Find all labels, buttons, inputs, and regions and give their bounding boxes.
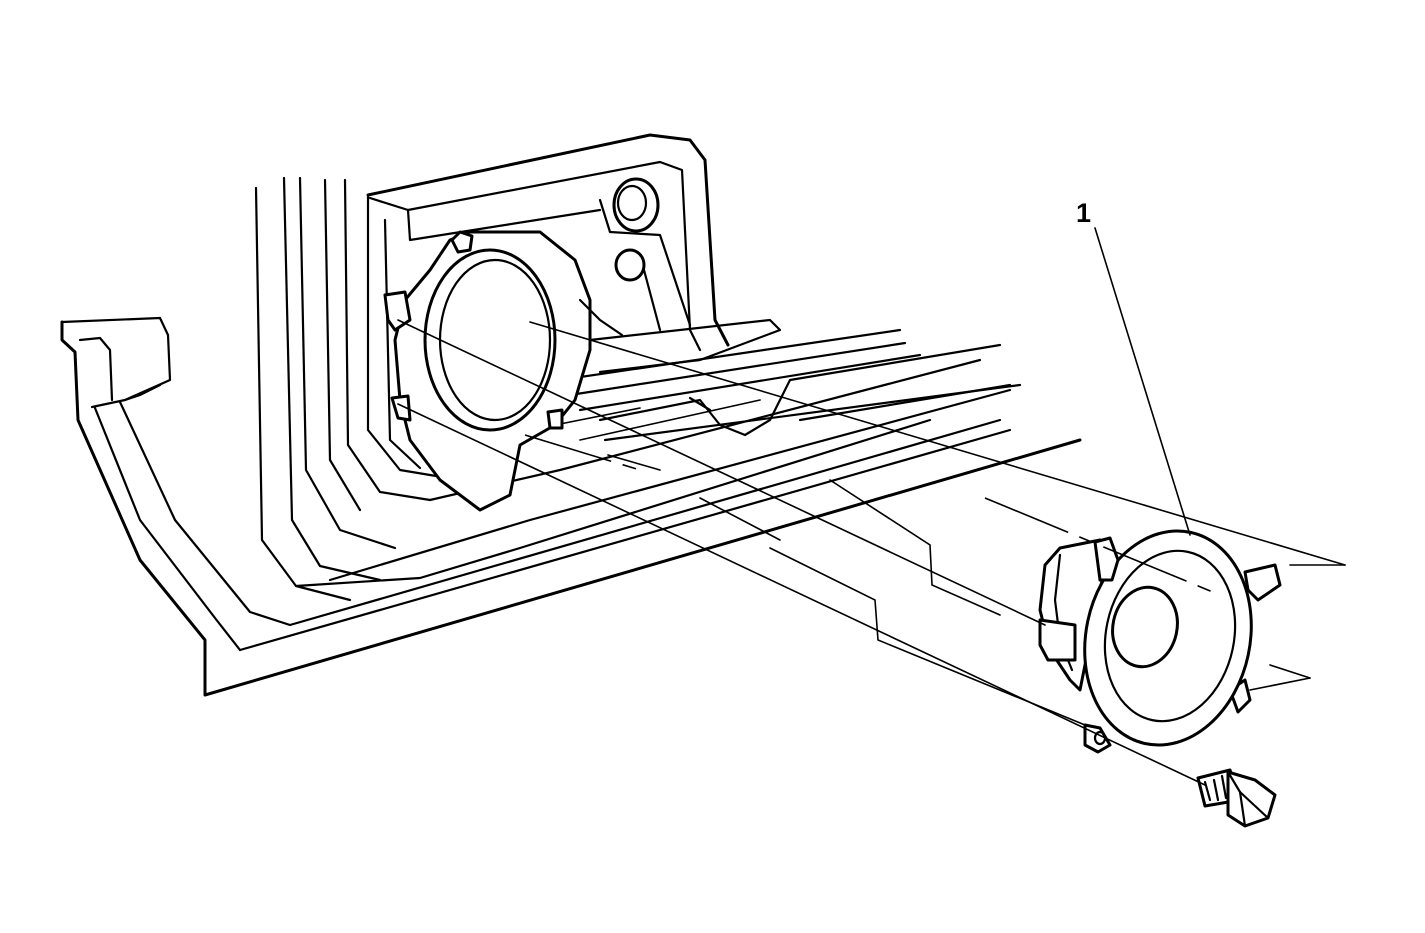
mounting-bracket bbox=[383, 230, 624, 512]
installation-guide-lines bbox=[397, 319, 1346, 786]
fog-lamp-assembly bbox=[1038, 529, 1282, 754]
bumper-fascia bbox=[60, 176, 1082, 697]
bolt-icon bbox=[1196, 768, 1277, 828]
lower-valance bbox=[529, 328, 1022, 442]
callout-1: 1 bbox=[1076, 198, 1191, 536]
callout-label: 1 bbox=[1076, 198, 1091, 228]
